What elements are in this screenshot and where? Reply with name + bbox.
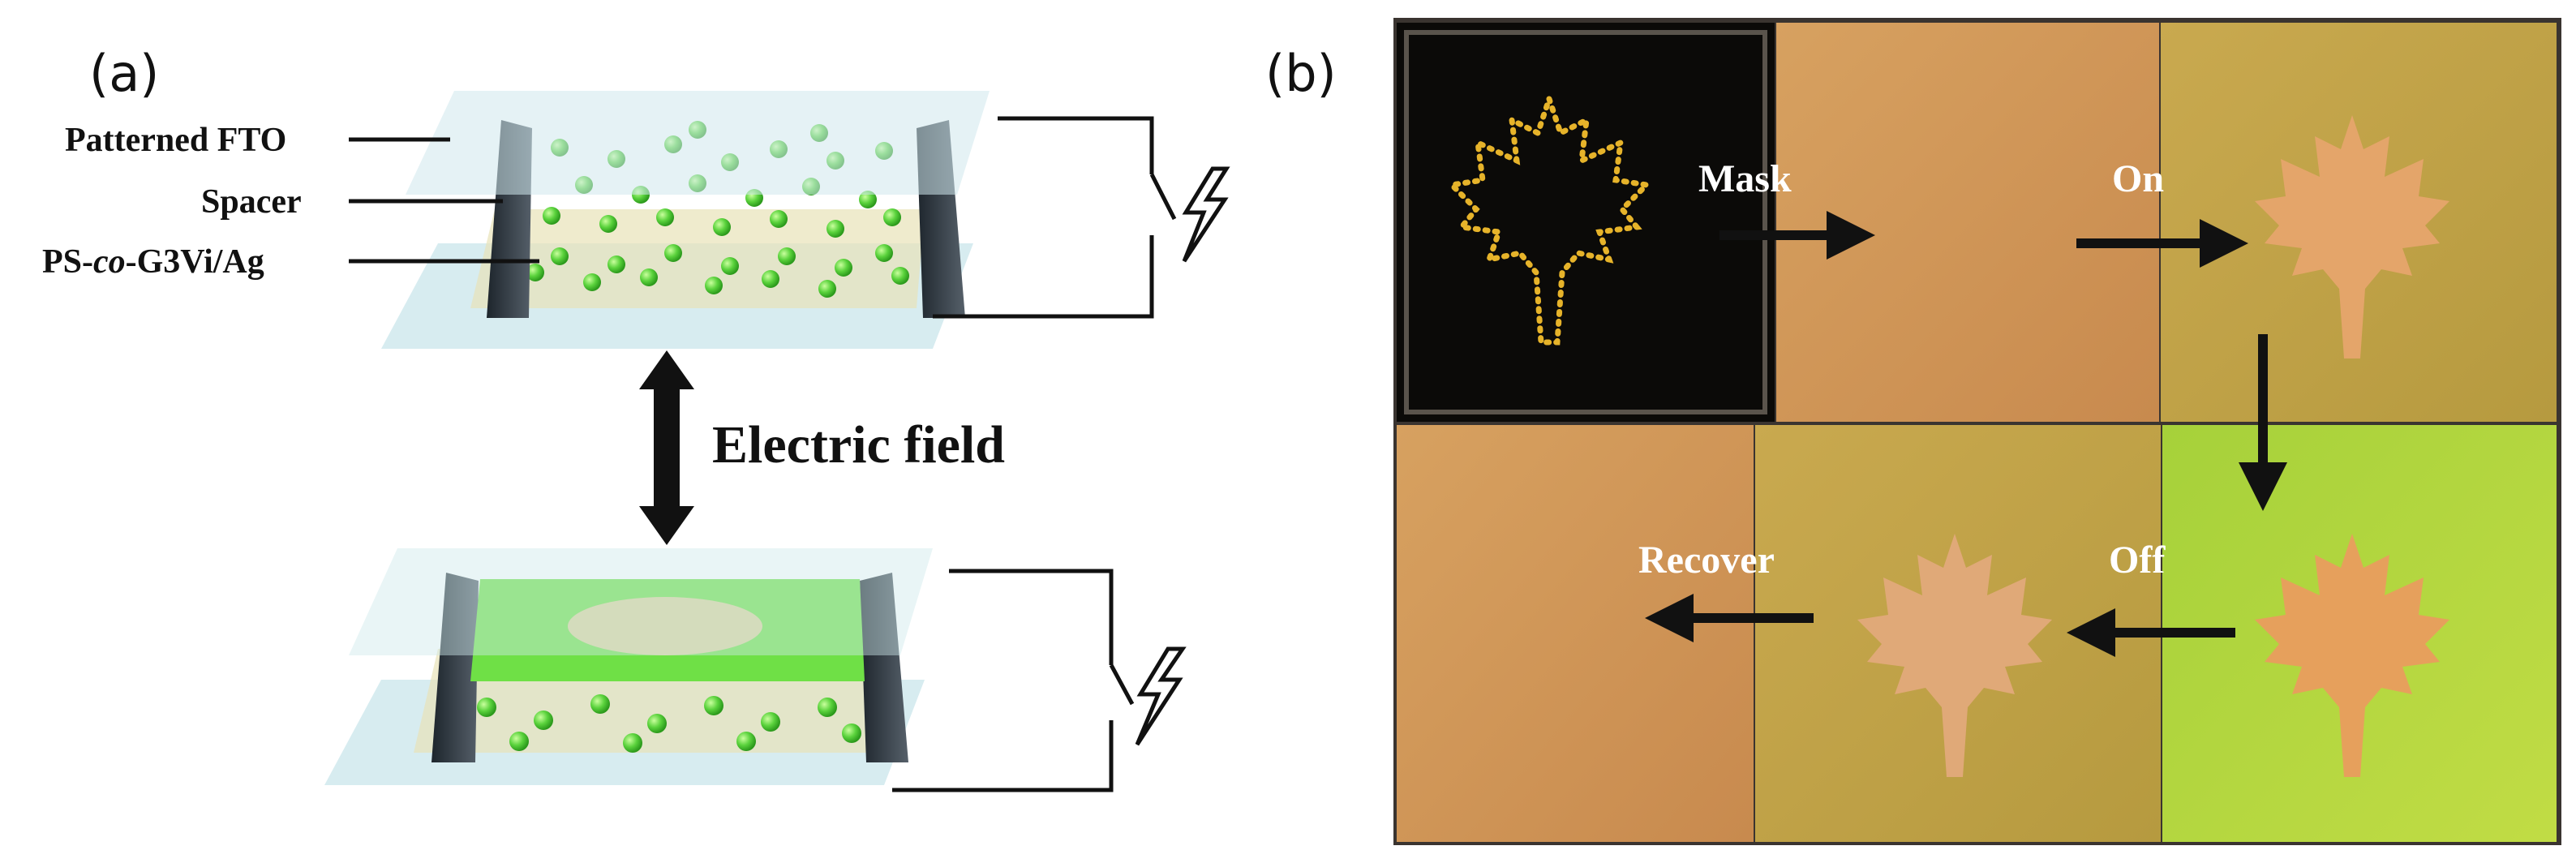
step-label-mask: Mask	[1698, 157, 1792, 200]
top-bolt-icon	[1182, 166, 1230, 263]
label-spacer: Spacer	[201, 183, 302, 221]
bottom-circuit	[892, 569, 1135, 792]
bottom-bolt-icon	[1135, 646, 1187, 746]
tile-mask-frame	[1404, 30, 1767, 414]
label-patterned-fto: Patterned FTO	[65, 122, 286, 159]
top-circuit	[933, 116, 1177, 319]
bottom-top-glass	[349, 548, 933, 655]
label-film: PS-co-G3Vi/Ag	[42, 243, 264, 281]
panel-a-letter: (a)	[89, 44, 159, 103]
panel-b: (b) Mask On Off Recover	[1265, 18, 2561, 845]
top-lower-particles	[526, 244, 909, 298]
panel-a: (a)	[42, 44, 1230, 792]
double-arrow-icon	[639, 350, 694, 545]
bottom-device	[324, 548, 1187, 792]
top-top-glass	[406, 91, 990, 195]
step-label-on: On	[2112, 157, 2164, 200]
step-label-recover: Recover	[1638, 539, 1775, 582]
bottom-leaf-pattern	[568, 597, 762, 655]
electric-field-arrow	[639, 350, 694, 545]
panel-b-letter: (b)	[1265, 44, 1337, 103]
tile-mask-applied	[1776, 23, 2159, 422]
top-device	[349, 91, 1230, 349]
step-label-off: Off	[2109, 539, 2166, 582]
tile-mask-original	[1397, 23, 1775, 422]
tile-recover	[1397, 425, 1754, 842]
electric-field-label: Electric field	[712, 415, 1005, 474]
top-film	[470, 209, 925, 308]
bottom-left-spacer	[431, 573, 479, 762]
bottom-right-spacer	[860, 573, 908, 762]
